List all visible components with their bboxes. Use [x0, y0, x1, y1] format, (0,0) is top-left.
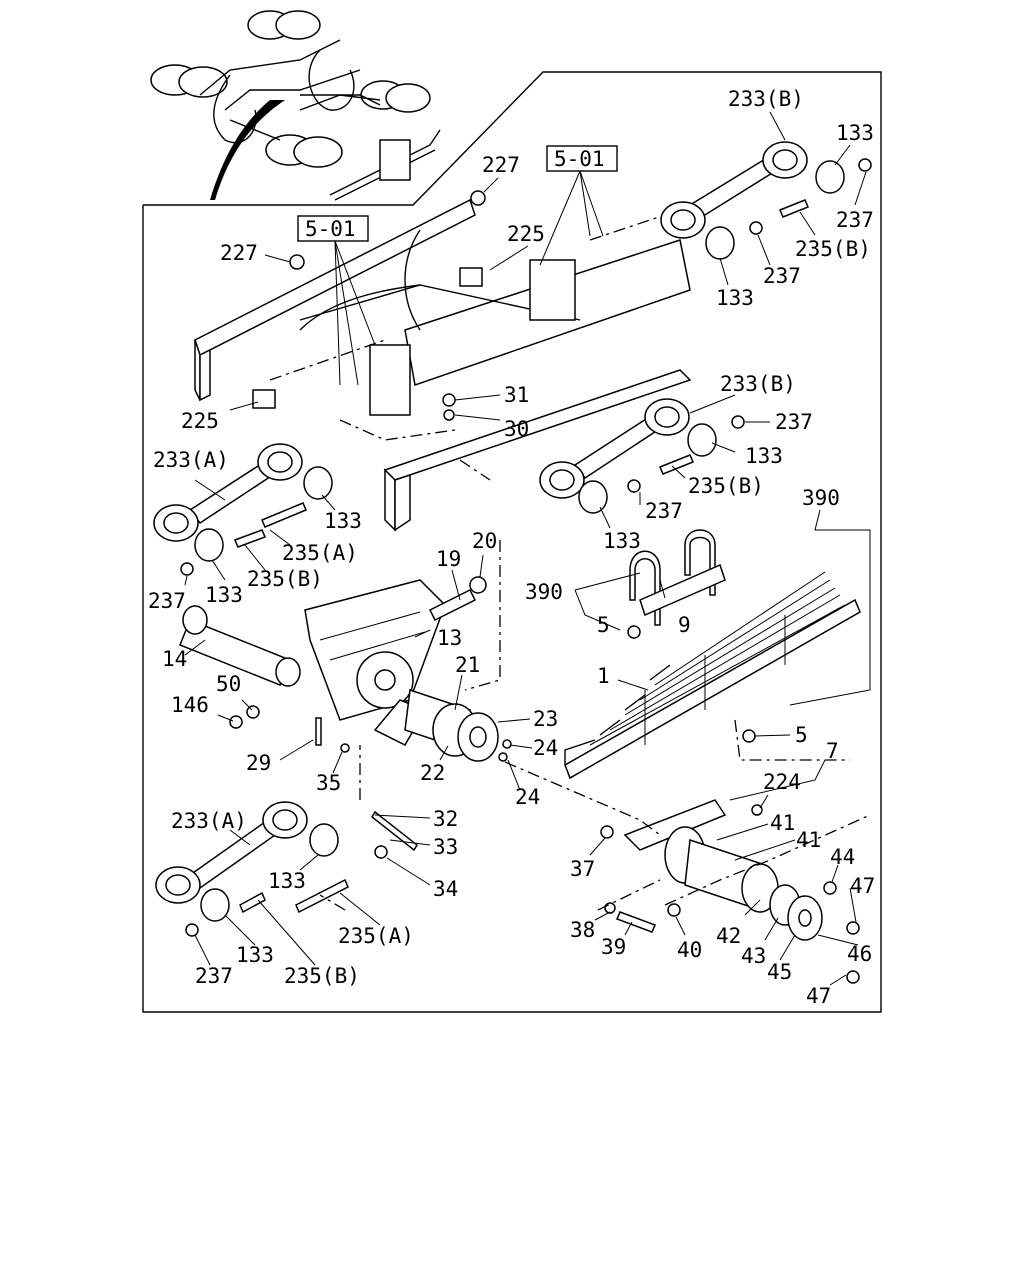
callout-237-top-1: 237: [836, 208, 874, 232]
torque-rod-233B-top: [660, 141, 845, 260]
callout-19: 19: [436, 547, 461, 571]
pin-19-20: [428, 576, 487, 622]
callout-233B-top: 233(B): [728, 87, 804, 111]
callout-133-mid-2: 133: [603, 529, 641, 553]
callout-133-mid-1: 133: [745, 444, 783, 468]
inset-axle-assembly: [150, 10, 441, 201]
callout-235B-a: 235(B): [247, 567, 323, 591]
callout-233A-top: 233(A): [153, 448, 229, 472]
callout-237-a: 237: [148, 589, 186, 613]
callout-13: 13: [437, 626, 462, 650]
callout-225-b: 225: [181, 409, 219, 433]
callout-133-b1: 133: [268, 869, 306, 893]
callout-390-left: 390: [525, 580, 563, 604]
chassis-frame: [194, 198, 692, 532]
leader-lines: [184, 111, 871, 986]
callout-32: 32: [433, 807, 458, 831]
callout-33: 33: [433, 835, 458, 859]
callout-21: 21: [455, 653, 480, 677]
inset-pointer-arrow: [210, 100, 285, 200]
callout-237-top-2: 237: [763, 264, 801, 288]
callout-30: 30: [504, 417, 529, 441]
trunnion-bracket: [304, 579, 446, 746]
callout-235A-a: 235(A): [282, 541, 358, 565]
callout-41-b: 41: [796, 828, 821, 852]
callout-50: 50: [216, 672, 241, 696]
callout-31: 31: [504, 383, 529, 407]
callout-146: 146: [171, 693, 209, 717]
axle-brake-group: [623, 799, 823, 941]
callout-34: 34: [433, 877, 458, 901]
callout-133-top-1: 133: [836, 121, 874, 145]
callout-46: 46: [847, 942, 872, 966]
callout-20: 20: [472, 529, 497, 553]
centerlines: [319, 540, 871, 911]
callout-47-b: 47: [806, 984, 831, 1008]
callout-41-a: 41: [770, 811, 795, 835]
callout-43: 43: [741, 944, 766, 968]
callout-22: 22: [420, 761, 445, 785]
callout-45: 45: [767, 960, 792, 984]
callout-7: 7: [826, 739, 839, 763]
diagram-border: [142, 71, 882, 1013]
callout-233A-bot: 233(A): [171, 809, 247, 833]
callout-23: 23: [533, 707, 558, 731]
callout-227-b: 227: [220, 241, 258, 265]
trunnion-shaft-14: [179, 605, 301, 687]
callout-44: 44: [830, 845, 855, 869]
callout-224: 224: [763, 770, 801, 794]
ref-5-01-b: 5-01: [305, 217, 356, 241]
torque-rod-233B-mid: [539, 398, 717, 514]
callout-133-top-2: 133: [716, 286, 754, 310]
callout-235A-b: 235(A): [338, 924, 414, 948]
callout-35: 35: [316, 771, 341, 795]
callout-227-a: 227: [482, 153, 520, 177]
callout-237-mid-2: 237: [645, 499, 683, 523]
callout-47-a: 47: [850, 874, 875, 898]
ref-5-01-a: 5-01: [554, 147, 605, 171]
callout-9: 9: [678, 613, 691, 637]
callout-37: 37: [570, 857, 595, 881]
callout-14: 14: [162, 647, 187, 671]
callout-labels: 233(B) 133 237 235(B) 237 133 227 5-01 2…: [148, 87, 875, 1008]
trunnion-hub: [404, 688, 499, 762]
torque-rod-233A-top: [153, 443, 333, 562]
callout-1: 1: [597, 664, 610, 688]
callout-233B-mid: 233(B): [720, 372, 796, 396]
callout-133-b2: 133: [236, 943, 274, 967]
callout-24-b: 24: [515, 785, 540, 809]
callout-237-mid-1: 237: [775, 410, 813, 434]
hardware: [180, 158, 872, 984]
callout-225-a: 225: [507, 222, 545, 246]
callout-235B-mid: 235(B): [688, 474, 764, 498]
callout-29: 29: [246, 751, 271, 775]
callout-40: 40: [677, 938, 702, 962]
callout-133-a2: 133: [205, 583, 243, 607]
torque-rod-233A-bottom: [155, 801, 339, 922]
callout-42: 42: [716, 924, 741, 948]
callout-39: 39: [601, 935, 626, 959]
callout-24-a: 24: [533, 736, 558, 760]
callout-5-b: 5: [795, 723, 808, 747]
callout-237-b: 237: [195, 964, 233, 988]
callout-38: 38: [570, 918, 595, 942]
callout-133-a1: 133: [324, 509, 362, 533]
callout-235B-top: 235(B): [795, 237, 871, 261]
callout-235B-b: 235(B): [284, 964, 360, 988]
ref-box-5-01-a: [546, 145, 618, 172]
callout-5-a: 5: [597, 613, 610, 637]
ref-box-5-01-b: [297, 215, 369, 242]
leaf-spring: [564, 529, 861, 780]
callout-390-top: 390: [802, 486, 840, 510]
